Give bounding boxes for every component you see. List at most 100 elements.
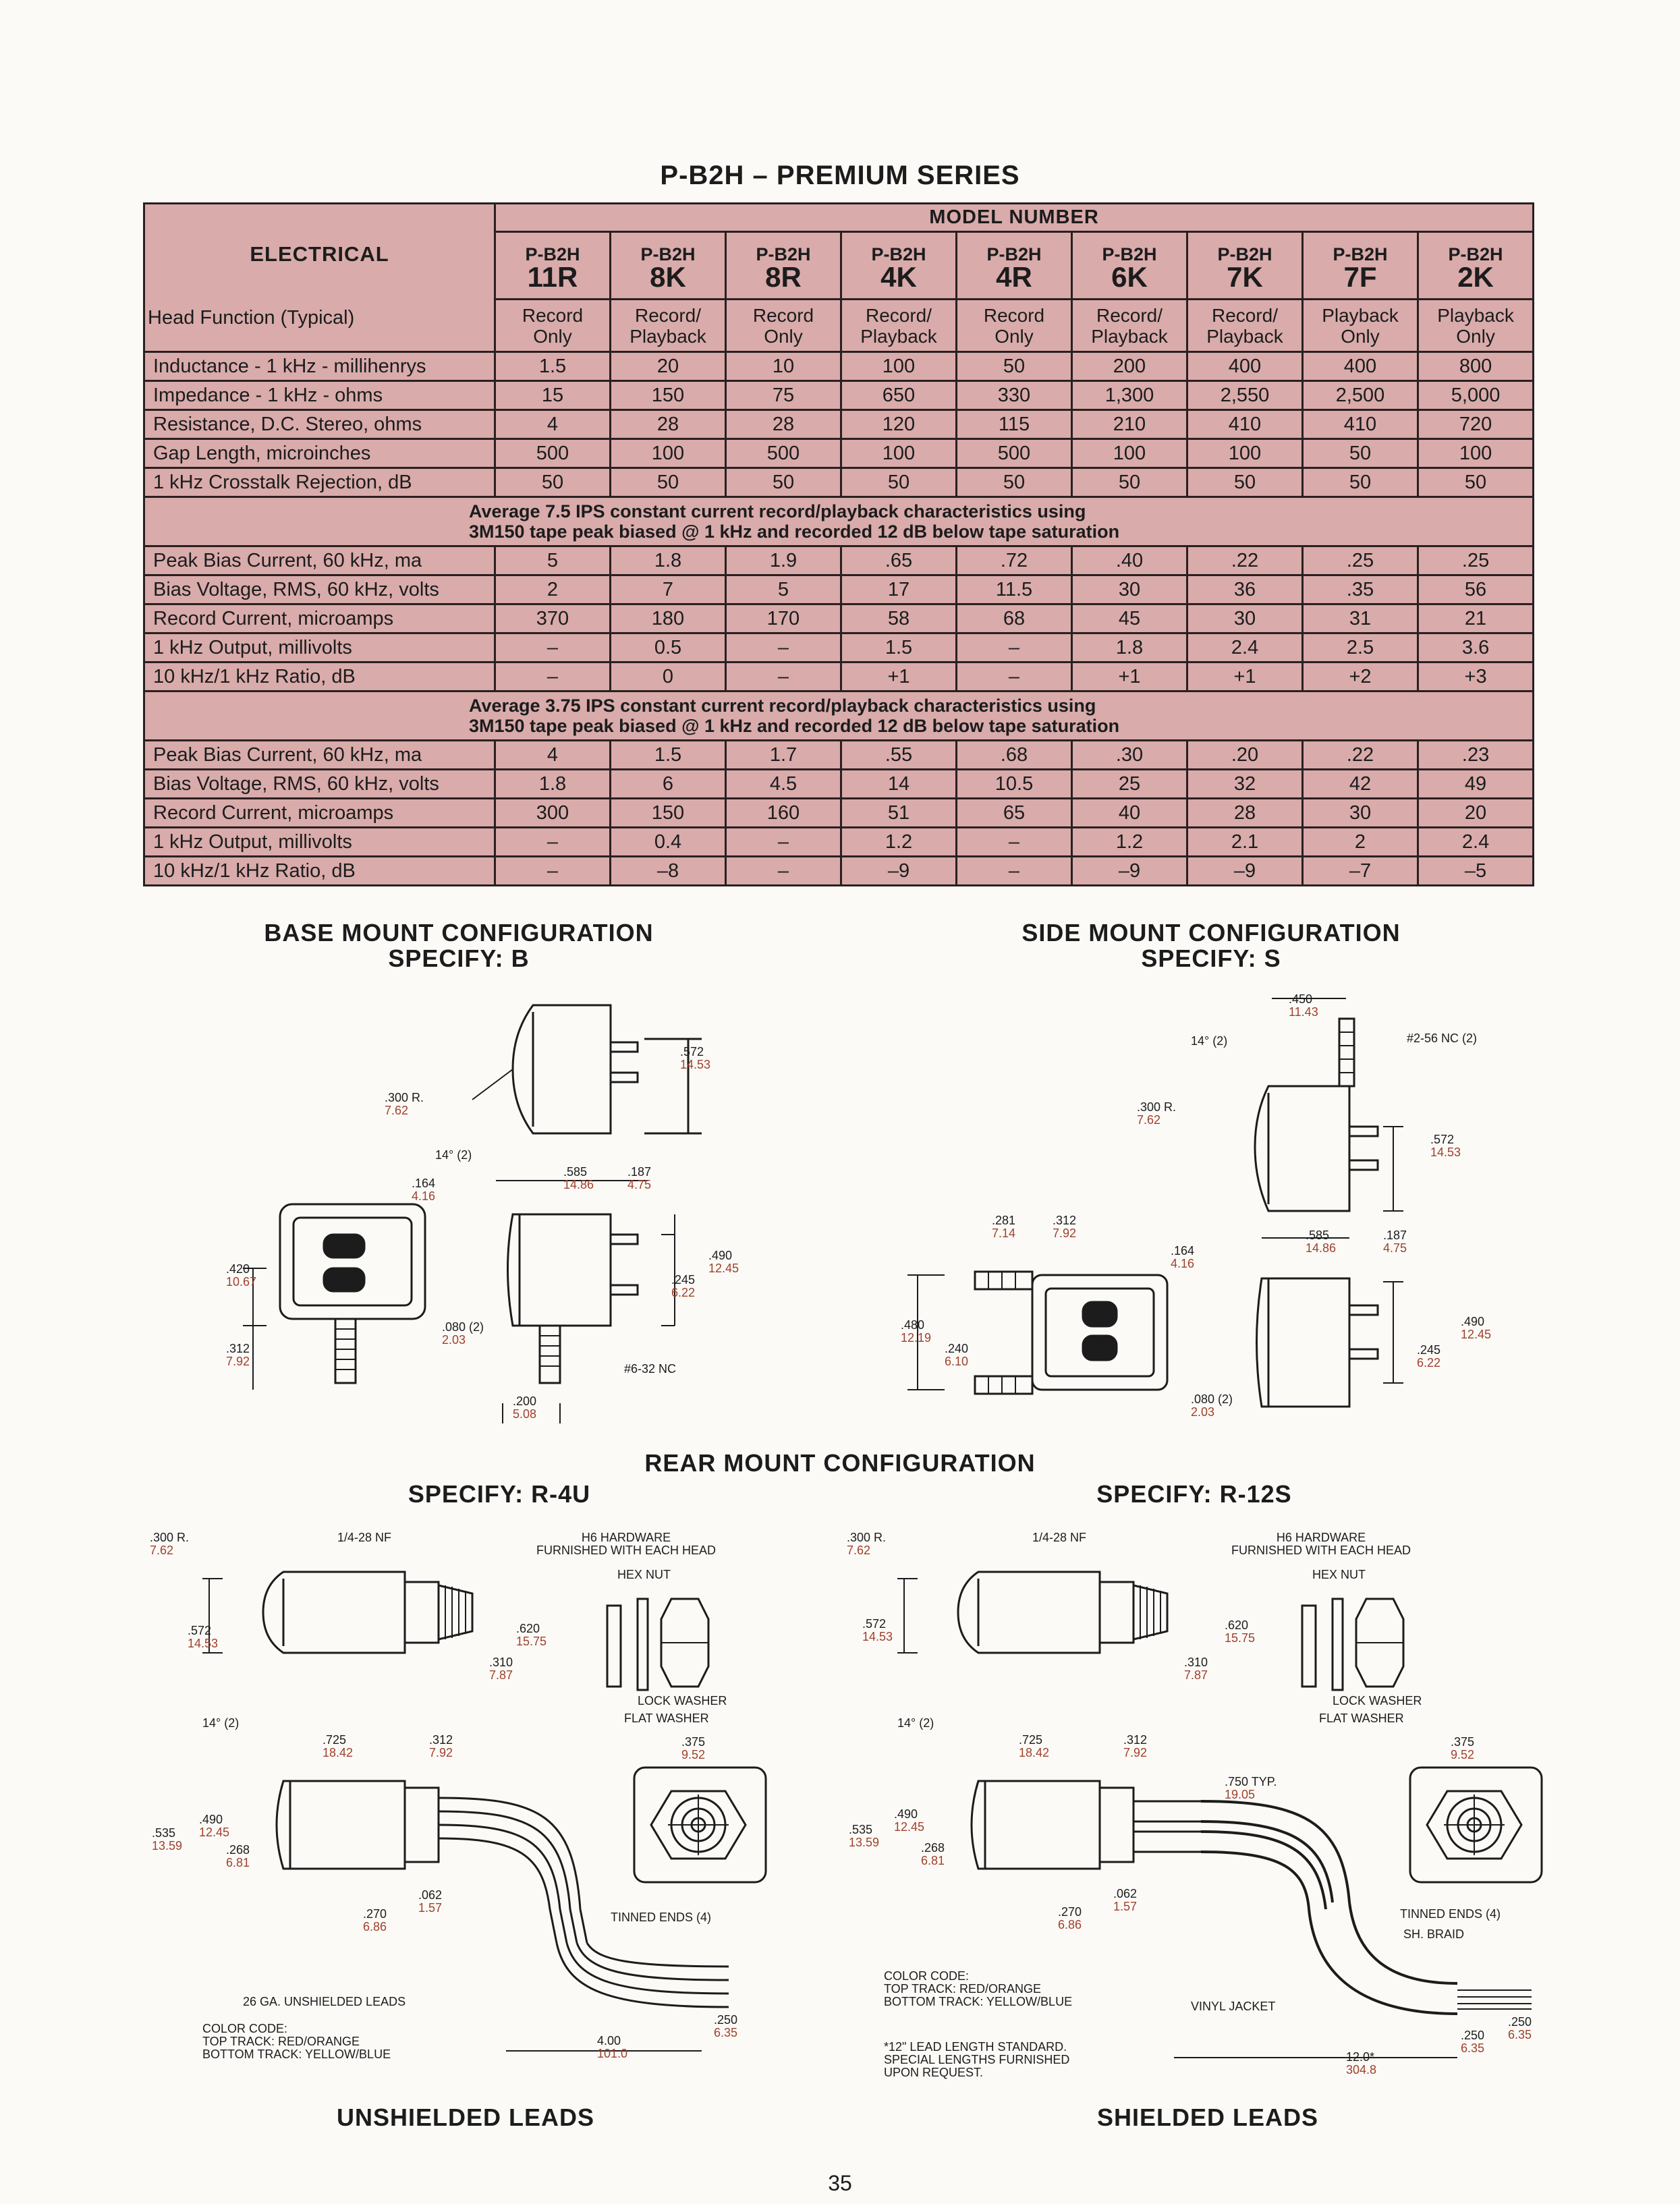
value-cell: 1.5	[494, 350, 611, 382]
value-cell: 100	[840, 437, 957, 469]
head-function-line: Playback	[1437, 304, 1514, 326]
model-prefix: P-B2H	[525, 244, 580, 264]
table-row: 10 kHz/1 kHz Ratio, dB–0–+1–+1+1+2+3	[143, 660, 1535, 692]
base-mount-specify: SPECIFY: B	[388, 944, 530, 972]
electrical-label: ELECTRICAL	[250, 242, 389, 266]
value-cell: .68	[955, 739, 1073, 771]
value-cell: 100	[1071, 437, 1188, 469]
rr-angle: 14° (2)	[897, 1716, 934, 1730]
value-cell: 410	[1186, 408, 1304, 440]
value-cell: 1.8	[609, 545, 727, 577]
value-cell: 56	[1416, 574, 1535, 605]
value-cell: –7	[1301, 855, 1419, 887]
head-function-line: Record	[983, 304, 1045, 326]
head-function-label: Head Function (Typical)	[148, 307, 355, 329]
value-cell: 50	[494, 466, 611, 498]
row-label: Inductance - 1 kHz - millihenrys	[143, 350, 496, 382]
model-code: 4R	[996, 260, 1032, 293]
rear-right-hardware	[1301, 1598, 1405, 1691]
value-cell: 50	[1301, 437, 1419, 469]
rear-left-specify: SPECIFY: R-4U	[408, 1480, 591, 1508]
rear-right-caption: SHIELDED LEADS	[1096, 2103, 1319, 2131]
value-cell: 1.5	[840, 631, 957, 663]
model-code: 2K	[1457, 260, 1494, 293]
row-label: 10 kHz/1 kHz Ratio, dB	[143, 855, 496, 887]
value-cell: 650	[840, 379, 957, 411]
value-cell: –	[494, 660, 611, 692]
value-cell: 40	[1071, 797, 1188, 829]
value-cell: 36	[1186, 574, 1304, 605]
value-cell: 17	[840, 574, 957, 605]
rr-lock: LOCK WASHER	[1333, 1694, 1422, 1707]
rl-flat: FLAT WASHER	[624, 1712, 709, 1725]
rr-radius: .300 R.7.62	[847, 1531, 887, 1557]
page-title: P-B2H – PREMIUM SERIES	[660, 161, 1020, 190]
head-function-line: Playback	[1206, 325, 1283, 347]
value-cell: 210	[1071, 408, 1188, 440]
model-prefix: P-B2H	[1217, 244, 1272, 264]
rear-left-side-view	[275, 1780, 729, 2008]
value-cell: 28	[609, 408, 727, 440]
value-cell: +1	[840, 660, 957, 692]
value-cell: 4	[494, 739, 611, 771]
value-cell: 51	[840, 797, 957, 829]
value-cell: .22	[1186, 545, 1304, 577]
rl-thread: 1/4-28 NF	[337, 1531, 392, 1544]
value-cell: 1.7	[725, 739, 842, 771]
value-cell: 2.4	[1186, 631, 1304, 663]
value-cell: 200	[1071, 350, 1188, 382]
rl-angle: 14° (2)	[202, 1716, 240, 1730]
note-cell: Average 3.75 IPS constant current record…	[142, 689, 1535, 742]
value-cell: 400	[1186, 350, 1304, 382]
model-code: 8K	[650, 260, 686, 293]
value-cell: 170	[725, 602, 842, 634]
value-cell: 2,550	[1186, 379, 1304, 411]
value-cell: 65	[955, 797, 1073, 829]
rr-hex: HEX NUT	[1312, 1568, 1366, 1581]
side-radius: .300 R.7.62	[1137, 1100, 1177, 1127]
value-cell: 5	[494, 545, 611, 577]
value-cell: 28	[725, 408, 842, 440]
value-cell: –	[494, 855, 611, 887]
value-cell: .22	[1301, 739, 1419, 771]
value-cell: 50	[840, 466, 957, 498]
row-label: 1 kHz Output, millivolts	[143, 631, 496, 663]
value-cell: 50	[609, 466, 727, 498]
value-cell: 0	[609, 660, 727, 692]
side-d080: .080 (2)2.03	[1191, 1392, 1233, 1419]
value-cell: 50	[1416, 466, 1535, 498]
value-cell: 400	[1301, 350, 1419, 382]
model-prefix: P-B2H	[1102, 244, 1157, 264]
value-cell: –	[494, 826, 611, 857]
model-prefix: P-B2H	[640, 244, 696, 264]
